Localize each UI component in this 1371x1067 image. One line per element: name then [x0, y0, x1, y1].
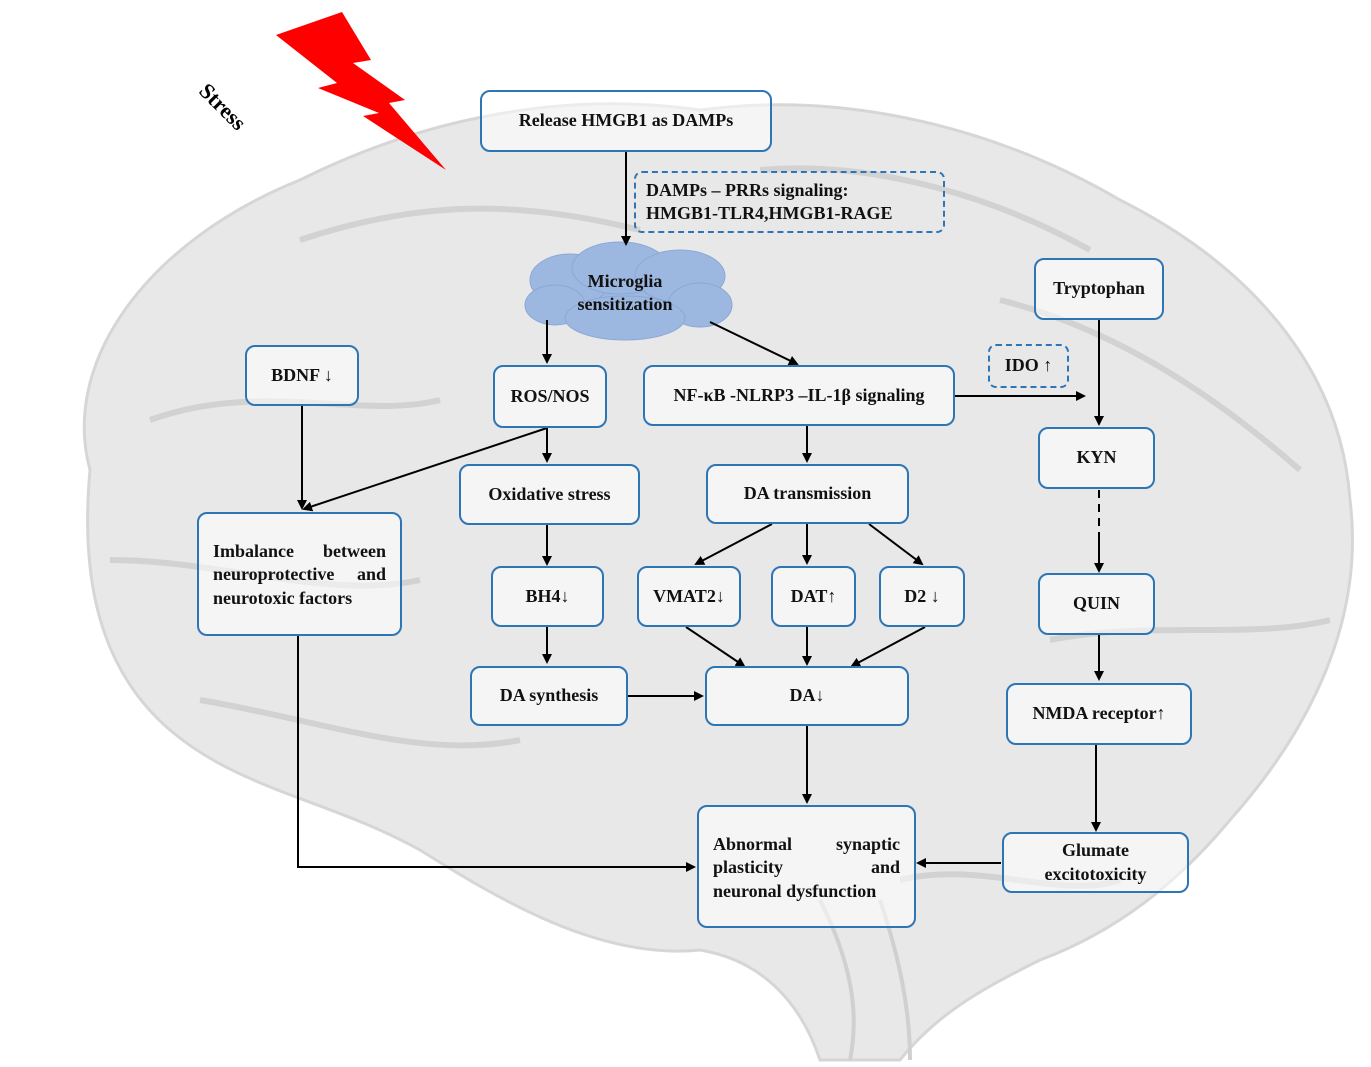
- node-da-synthesis: DA synthesis: [470, 666, 628, 726]
- glumate-line-1: Glumate: [1062, 840, 1129, 861]
- node-microglia-sensitization: Microglia sensitization: [540, 270, 710, 317]
- node-kyn: KYN: [1038, 427, 1155, 489]
- arrows: [297, 152, 1104, 872]
- node-dat: DAT↑: [771, 566, 856, 627]
- node-quin: QUIN: [1038, 573, 1155, 635]
- node-ros-nos: ROS/NOS: [493, 365, 607, 428]
- signaling-line-2: HMGB1-TLR4,HMGB1-RAGE: [646, 203, 893, 224]
- microglia-line-1: Microglia: [587, 271, 663, 291]
- cloud-shape: [524, 241, 733, 341]
- node-hmgb1-release: Release HMGB1 as DAMPs: [480, 90, 772, 152]
- imbalance-line-1: Imbalance between: [213, 541, 386, 561]
- lightning-icon: [276, 12, 446, 170]
- abnormal-line-1: Abnormal synaptic: [713, 834, 900, 854]
- node-nmda-receptor: NMDA receptor↑: [1006, 683, 1192, 745]
- node-bdnf: BDNF ↓: [245, 345, 359, 406]
- imbalance-line-3: neurotoxic factors: [213, 587, 353, 608]
- glumate-line-2: excitotoxicity: [1044, 863, 1147, 884]
- node-damps-prrs-signaling: DAMPs – PRRs signaling: HMGB1-TLR4,HMGB1…: [634, 171, 945, 233]
- node-da-transmission: DA transmission: [706, 464, 909, 524]
- imbalance-line-2: neuroprotective and: [213, 564, 386, 585]
- node-d2: D2 ↓: [879, 566, 965, 627]
- node-vmat2: VMAT2↓: [637, 566, 741, 627]
- node-imbalance: Imbalance between neuroprotective and ne…: [197, 512, 402, 636]
- microglia-line-2: sensitization: [577, 294, 673, 315]
- node-ido: IDO ↑: [988, 344, 1069, 388]
- node-nfkb-signaling: NF-κB -NLRP3 –IL-1β signaling: [643, 365, 955, 426]
- node-glumate-excitotoxicity: Glumate excitotoxicity: [1002, 832, 1189, 893]
- node-bh4: BH4↓: [491, 566, 604, 627]
- node-da: DA↓: [705, 666, 909, 726]
- node-oxidative-stress: Oxidative stress: [459, 464, 640, 525]
- node-tryptophan: Tryptophan: [1034, 258, 1164, 320]
- abnormal-line-2: plasticity and: [713, 857, 900, 878]
- node-abnormal-plasticity: Abnormal synaptic plasticity and neurona…: [697, 805, 916, 928]
- abnormal-line-3: neuronal dysfunction: [713, 880, 877, 901]
- signaling-line-1: DAMPs – PRRs signaling:: [646, 180, 849, 200]
